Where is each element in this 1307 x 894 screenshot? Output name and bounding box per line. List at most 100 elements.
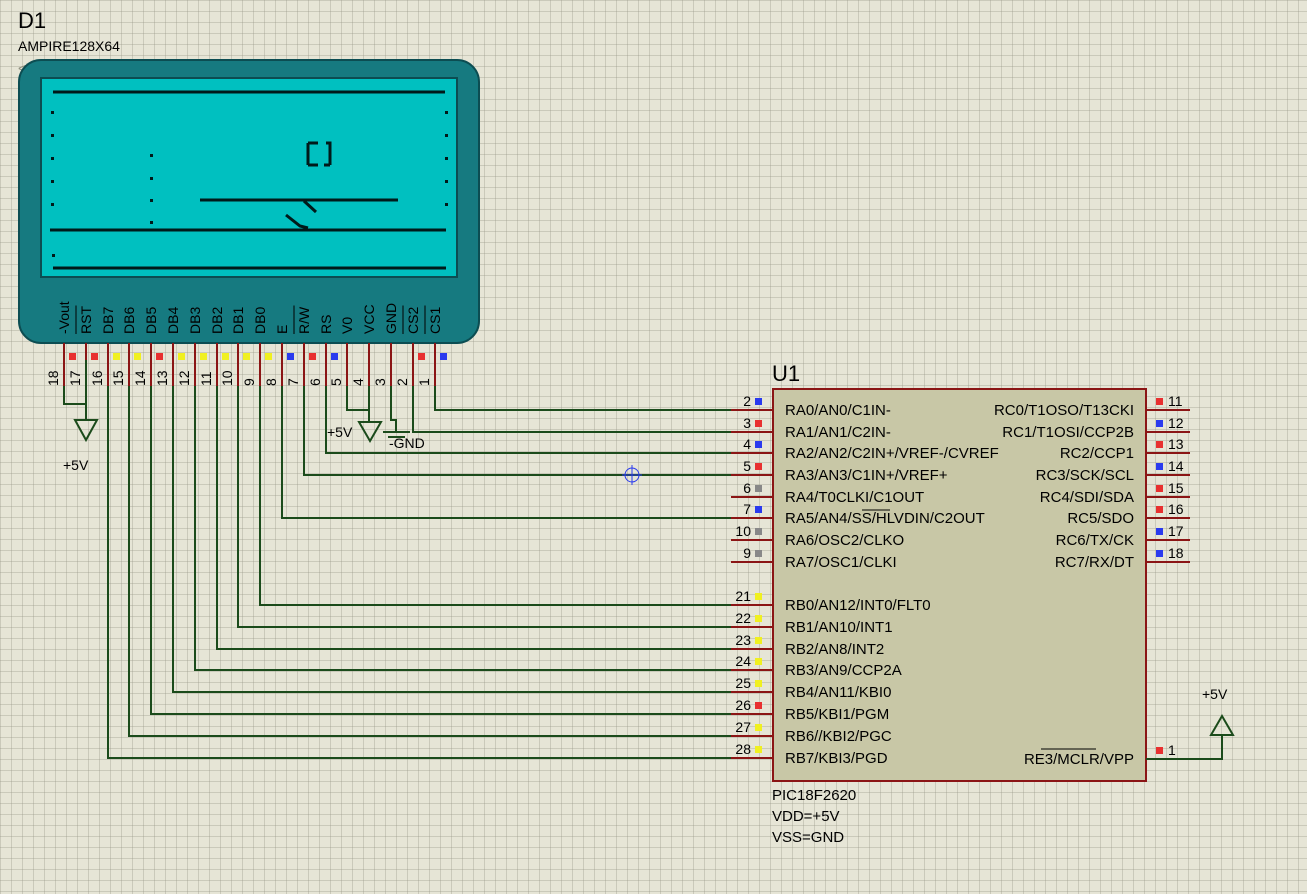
lcd-module[interactable]: D1 AMPIRE128X64 <TEXT> -Vout18RST17DB716… — [18, 8, 480, 386]
wire[interactable] — [172, 386, 731, 693]
lcd-pin-e[interactable]: E8 — [263, 325, 294, 386]
lcd-pin-number: 13 — [154, 370, 170, 386]
wire[interactable] — [194, 386, 731, 671]
lcd-pin-v0[interactable]: V05 — [328, 317, 355, 386]
wire[interactable] — [107, 386, 731, 759]
wire[interactable] — [150, 386, 731, 715]
lcd-pixel-dot — [445, 203, 448, 206]
pin-state-indicator — [755, 550, 762, 557]
lcd-pixel-dot — [150, 221, 153, 224]
wire[interactable] — [412, 386, 731, 433]
lcd-pin-number: 18 — [45, 370, 61, 386]
pin-state-indicator — [287, 353, 294, 360]
wire[interactable] — [63, 386, 87, 405]
vcc-label-left: +5V — [63, 457, 89, 473]
wire[interactable] — [237, 386, 731, 628]
wire[interactable] — [390, 386, 397, 432]
mcu-pin-number: 3 — [743, 415, 751, 431]
wire[interactable] — [346, 386, 369, 411]
lcd-pixel-glyph — [306, 141, 332, 167]
pin-state-indicator — [1156, 398, 1163, 405]
wire[interactable] — [259, 386, 731, 606]
mcu-pin-label: RB1/AN10/INT1 — [785, 619, 893, 636]
lcd-pixel-glyph — [285, 199, 318, 230]
pin-state-indicator — [156, 353, 163, 360]
lcd-pin-label: E — [274, 325, 290, 334]
wire[interactable] — [434, 386, 731, 411]
pin-state-indicator — [1156, 463, 1163, 470]
mcu-pin-label: RC1/T1OSI/CCP2B — [1002, 424, 1134, 441]
lcd-pixel-dot — [51, 157, 54, 160]
wire[interactable] — [216, 386, 731, 650]
pin-state-indicator — [755, 702, 762, 709]
mcu-pin-label: RB7/KBI3/PGD — [785, 750, 888, 767]
mcu-pin-number: 6 — [743, 480, 751, 496]
lcd-pin-number: 14 — [132, 370, 148, 386]
wires[interactable] — [63, 386, 731, 759]
pin-state-indicator — [331, 353, 338, 360]
mcu-ref-label: U1 — [772, 361, 800, 386]
lcd-pin-number: 16 — [89, 370, 105, 386]
lcd-pin-number: 6 — [307, 378, 323, 386]
pin-state-indicator — [243, 353, 250, 360]
pin-state-indicator — [69, 353, 76, 360]
mcu-pin-number: 21 — [735, 588, 751, 604]
lcd-pin-rs[interactable]: RS6 — [307, 315, 338, 386]
pin-state-indicator — [134, 353, 141, 360]
lcd-pixel-dot — [150, 154, 153, 157]
wire[interactable] — [128, 386, 731, 737]
pin-state-indicator — [1156, 441, 1163, 448]
probe-crosshair-icon[interactable] — [622, 465, 642, 485]
lcd-screen — [40, 77, 458, 278]
pin-state-indicator — [755, 506, 762, 513]
mcu-pin-label: RA0/AN0/C1IN- — [785, 402, 891, 419]
wire[interactable] — [281, 386, 731, 519]
mcu-chip[interactable]: U1 2RA0/AN0/C1IN-3RA1/AN1/C2IN-4RA2/AN2/… — [731, 361, 1190, 846]
mcu-pin-label: RB2/AN8/INT2 — [785, 641, 884, 658]
lcd-pixel-dot — [51, 111, 54, 114]
lcd-pin-number: 5 — [328, 378, 344, 386]
lcd-pin-rw[interactable]: R/W7 — [285, 306, 316, 386]
wire[interactable] — [303, 386, 731, 476]
mcu-pin-number: 16 — [1168, 501, 1184, 517]
wire[interactable] — [325, 386, 731, 454]
